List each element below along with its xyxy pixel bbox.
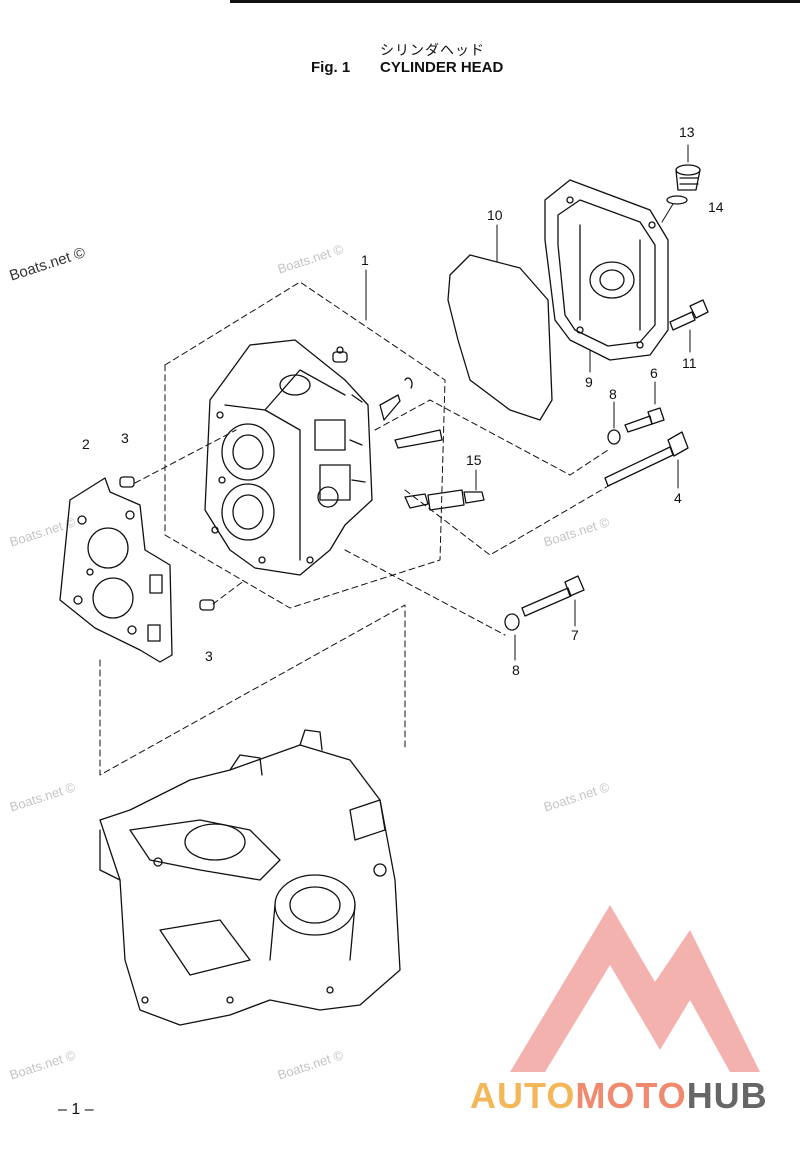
callout-number: 3 — [205, 648, 213, 664]
dowel-pin — [119, 476, 135, 488]
washer — [504, 613, 520, 631]
logo-part-hub: HUB — [686, 1075, 768, 1116]
dowel-pin — [199, 599, 215, 611]
long-bolt — [604, 431, 689, 487]
callout-number: 8 — [609, 386, 617, 402]
callout-number: 14 — [708, 199, 724, 215]
callout-number: 6 — [650, 365, 658, 381]
callout-number: 4 — [674, 490, 682, 506]
cylinder-head — [204, 339, 373, 576]
callout-number: 2 — [82, 436, 90, 452]
spark-plug — [404, 469, 485, 511]
callout-number: 10 — [487, 207, 503, 223]
leader-dashed — [212, 579, 246, 605]
pin — [379, 394, 401, 421]
japanese-title: シリンダヘッド — [380, 43, 485, 59]
bolt — [624, 407, 665, 433]
cylinder-head-gasket — [59, 477, 173, 663]
callout-number: 11 — [682, 355, 697, 371]
callout-number: 7 — [571, 627, 579, 643]
callout-number: 8 — [512, 662, 520, 678]
figure-title: CYLINDER HEAD — [380, 59, 504, 76]
callout-number: 15 — [466, 452, 482, 468]
head-group-outline — [164, 281, 446, 609]
bolt — [669, 299, 709, 331]
bolt — [521, 575, 585, 617]
washer — [607, 429, 621, 445]
plug — [332, 351, 348, 363]
leader-dashed — [374, 399, 609, 476]
leader-dashed — [344, 549, 506, 636]
cylinder-block — [99, 729, 401, 1026]
leader-dashed — [134, 429, 237, 484]
leader-dashed — [99, 604, 406, 776]
page-number: – 1 – — [58, 1101, 94, 1118]
leader-line — [661, 203, 674, 223]
head-cover-gasket — [447, 254, 553, 421]
top-rule — [230, 0, 800, 3]
automotohub-logo-text: AUTOMOTOHUB — [470, 1075, 768, 1117]
cylinder-head-cover — [544, 179, 669, 361]
callout-number: 9 — [585, 374, 593, 390]
leader-dashed — [404, 484, 611, 556]
callout-number: 3 — [121, 430, 129, 446]
oil-filler-cap — [675, 164, 701, 191]
o-ring — [666, 195, 688, 205]
callout-number: 13 — [679, 124, 695, 140]
figure-label: Fig. 1 — [311, 59, 351, 76]
callout-number: 1 — [361, 252, 369, 268]
automotohub-logo-mark — [510, 905, 760, 1072]
logo-part-moto: MOTO — [575, 1075, 687, 1116]
logo-part-auto: AUTO — [470, 1075, 576, 1116]
sleeve — [394, 429, 443, 449]
clip — [404, 377, 413, 389]
